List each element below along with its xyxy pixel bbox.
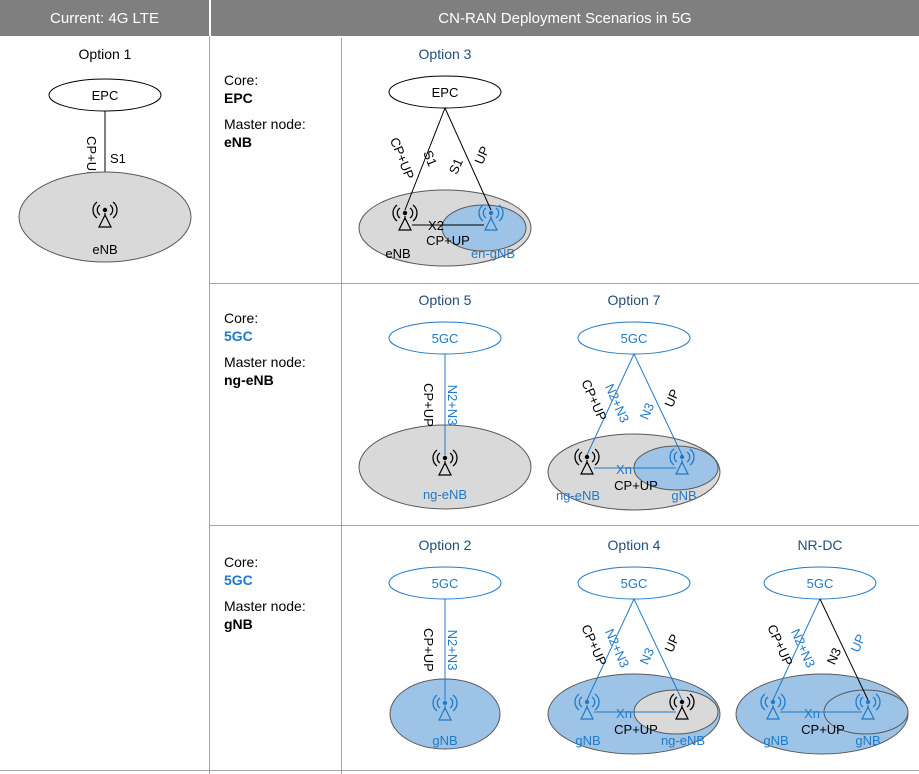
n2n3-label: N2+N3 xyxy=(445,630,460,671)
option-2-title: Option 2 xyxy=(419,537,472,553)
cpup-label: CP+UP xyxy=(578,622,609,668)
n2n3-link xyxy=(586,353,635,456)
option-5-diagram: Option 5 5GC CP+UP N2+N3 ng-eNB xyxy=(358,292,532,510)
core-label: Core: xyxy=(224,310,259,326)
up-label: UP xyxy=(661,632,682,655)
ngenb-label: ng-eNB xyxy=(556,488,600,503)
master-node-label: Master node: xyxy=(224,354,306,370)
core-label: Core: xyxy=(224,72,259,88)
master-node-label: Master node: xyxy=(224,598,306,614)
5gc-label: 5GC xyxy=(432,576,459,591)
up-label: UP xyxy=(847,632,868,655)
x2-label: X2 xyxy=(428,218,444,233)
option-1-title: Option 1 xyxy=(79,46,132,62)
cpup-label: CP+UP xyxy=(387,135,417,181)
cpup-label: CP+UP xyxy=(426,233,470,248)
cpup-label: CP+UP xyxy=(421,628,436,672)
option-2-diagram: Option 2 5GC CP+UP N2+N3 gNB xyxy=(388,537,502,750)
option-3-title: Option 3 xyxy=(419,46,472,62)
cpup-label: CP+UP xyxy=(84,136,99,180)
s1-label: S1 xyxy=(110,151,126,166)
header-current-lte: Current: 4G LTE xyxy=(0,0,209,36)
cpup-label: CP+UP xyxy=(614,478,658,493)
gnb-label: gNB xyxy=(575,733,600,748)
5gc-label: 5GC xyxy=(432,331,459,346)
grid-line xyxy=(209,525,919,526)
up-label: UP xyxy=(471,144,492,167)
n3-link xyxy=(633,353,683,456)
nr-dc-title: NR-DC xyxy=(797,537,842,553)
s1-up-link xyxy=(444,107,492,211)
core-value: EPC xyxy=(224,90,253,106)
grid-line xyxy=(0,770,919,771)
enb-label: eNB xyxy=(385,246,410,261)
gnb-label: gNB xyxy=(855,733,880,748)
5gc-label: 5GC xyxy=(807,576,834,591)
xn-label: Xn xyxy=(616,462,632,477)
option-4-title: Option 4 xyxy=(608,537,661,553)
row-label-5gc-ngenb: Core: 5GC Master node: ng-eNB xyxy=(224,309,306,397)
n3-link xyxy=(819,598,869,701)
xn-label: Xn xyxy=(804,706,820,721)
row-label-5gc-gnb: Core: 5GC Master node: gNB xyxy=(224,553,306,641)
grid-line xyxy=(209,36,210,774)
s1-label: S1 xyxy=(420,148,440,168)
grid-line xyxy=(209,283,919,284)
gnb-label: gNB xyxy=(671,488,696,503)
n2n3-label: N2+N3 xyxy=(445,385,460,426)
option-7-diagram: Option 7 5GC CP+UP N2+N3 N3 UP Xn CP+UP … xyxy=(547,292,721,511)
n3-label: N3 xyxy=(824,646,844,667)
nr-coverage xyxy=(441,204,527,252)
master-node-label: Master node: xyxy=(224,116,306,132)
option-3-diagram: Option 3 EPC CP+UP S1 S1 UP X2 CP+UP eNB… xyxy=(358,46,532,267)
cpup-label: CP+UP xyxy=(614,722,658,737)
master-node-value: eNB xyxy=(224,134,253,150)
grid-line xyxy=(341,38,342,774)
cpup-label: CP+UP xyxy=(801,722,845,737)
cpup-label: CP+UP xyxy=(764,622,795,668)
ngenb-label: ng-eNB xyxy=(661,733,705,748)
s1-label: S1 xyxy=(446,156,466,177)
option-7-title: Option 7 xyxy=(608,292,661,308)
cpup-label: CP+UP xyxy=(578,377,609,423)
enb-label: eNB xyxy=(92,242,117,257)
header-5g-scenarios: CN-RAN Deployment Scenarios in 5G xyxy=(211,0,919,36)
core-label: Core: xyxy=(224,554,259,570)
up-label: UP xyxy=(661,387,682,410)
n2n3-link xyxy=(772,598,821,701)
engnb-label: en-gNB xyxy=(471,246,515,261)
5gc-label: 5GC xyxy=(621,331,648,346)
header-5g-scenarios-label: CN-RAN Deployment Scenarios in 5G xyxy=(438,9,692,27)
option-1-diagram: Option 1 EPC CP+UP S1 eNB xyxy=(18,46,192,263)
5gc-label: 5GC xyxy=(621,576,648,591)
epc-label: EPC xyxy=(432,85,459,100)
row-label-epc: Core: EPC Master node: eNB xyxy=(224,71,306,159)
s1-link xyxy=(404,107,446,211)
option-4-diagram: Option 4 5GC CP+UP N2+N3 N3 UP Xn CP+UP … xyxy=(547,537,721,755)
master-node-value: ng-eNB xyxy=(224,372,274,388)
gnb-label: gNB xyxy=(763,733,788,748)
n2n3-link xyxy=(586,598,635,701)
n3-link xyxy=(633,598,683,701)
master-node-value: gNB xyxy=(224,616,253,632)
ngenb-label: ng-eNB xyxy=(423,487,467,502)
n3-label: N3 xyxy=(637,646,657,667)
core-value: 5GC xyxy=(224,572,253,588)
nr-dc-diagram: NR-DC 5GC CP+UP N2+N3 N3 UP Xn CP+UP gNB… xyxy=(735,537,909,755)
core-value: 5GC xyxy=(224,328,253,344)
n3-label: N3 xyxy=(637,401,657,422)
cpup-label: CP+UP xyxy=(421,383,436,427)
gnb-label: gNB xyxy=(432,733,457,748)
epc-label: EPC xyxy=(92,88,119,103)
option-5-title: Option 5 xyxy=(419,292,472,308)
header-current-lte-label: Current: 4G LTE xyxy=(50,9,159,27)
xn-label: Xn xyxy=(616,706,632,721)
